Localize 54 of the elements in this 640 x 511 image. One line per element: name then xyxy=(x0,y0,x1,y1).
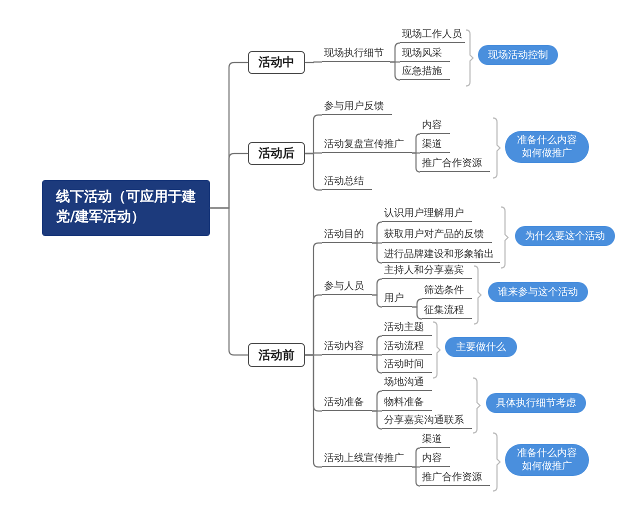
subtopic-label: 现场风采 xyxy=(400,46,450,62)
subtopic-label: 内容 xyxy=(420,118,450,134)
subtopic-label: 渠道 xyxy=(420,137,450,153)
subtopic-label: 活动主题 xyxy=(382,320,432,336)
subtopic-label: 活动内容 xyxy=(322,339,372,355)
subtopic-label: 推广合作资源 xyxy=(420,156,490,172)
subtopic-label: 参与用户反馈 xyxy=(322,99,392,115)
summary-callout: 具体执行细节考虑 xyxy=(486,393,586,413)
subtopic-label: 活动总结 xyxy=(322,174,372,190)
subtopic-label: 物料准备 xyxy=(382,395,432,411)
branch-topic-box: 活动中 xyxy=(248,51,305,74)
subtopic-label: 主持人和分享嘉宾 xyxy=(382,263,472,279)
subtopic-label: 活动流程 xyxy=(382,339,432,355)
summary-callout: 为什么要这个活动 xyxy=(515,226,615,246)
subtopic-label: 认识用户理解用户 xyxy=(382,206,472,222)
connector-line xyxy=(372,410,383,430)
subtopic-label: 征集流程 xyxy=(422,303,472,319)
connector-line xyxy=(412,152,421,173)
subtopic-label: 用户 xyxy=(382,291,412,307)
connector-line xyxy=(305,152,322,191)
connector-line xyxy=(412,306,423,320)
subtopic-label: 现场工作人员 xyxy=(400,27,465,43)
subtopic-label: 筛选条件 xyxy=(422,283,472,299)
subtopic-label: 渠道 xyxy=(420,432,450,448)
subtopic-label: 分享嘉宾沟通联系 xyxy=(382,413,472,429)
connector-line xyxy=(305,354,322,468)
summary-callout: 准备什么内容如何做推广 xyxy=(505,444,589,476)
subtopic-label: 现场执行细节 xyxy=(322,46,390,62)
summary-callout: 现场活动控制 xyxy=(478,45,558,65)
subtopic-label: 活动复盘宣传推广 xyxy=(322,137,412,153)
subtopic-label: 进行品牌建设和形象输出 xyxy=(382,247,500,263)
subtopic-label: 活动时间 xyxy=(382,357,432,373)
summary-callout: 准备什么内容如何做推广 xyxy=(505,131,589,163)
connector-line xyxy=(372,294,383,308)
subtopic-label: 活动目的 xyxy=(322,227,372,243)
summary-callout: 谁来参与这个活动 xyxy=(488,282,588,302)
summary-callout: 主要做什么 xyxy=(445,337,517,357)
branch-topic-box: 活动后 xyxy=(248,142,305,165)
subtopic-label: 活动上线宣传推广 xyxy=(322,451,412,467)
branch-topic-box: 活动前 xyxy=(248,343,305,367)
root-topic-box: 线下活动（可应用于建党/建军活动） xyxy=(42,180,210,236)
subtopic-label: 活动准备 xyxy=(322,395,372,411)
connector-line xyxy=(390,61,401,81)
subtopic-label: 推广合作资源 xyxy=(420,470,490,486)
subtopic-label: 参与人员 xyxy=(322,279,372,295)
subtopic-label: 获取用户对产品的反馈 xyxy=(382,227,492,243)
connector-line xyxy=(412,466,421,487)
connector-line xyxy=(305,61,322,64)
connector-line xyxy=(372,242,383,264)
subtopic-label: 应急措施 xyxy=(400,64,450,80)
connector-line xyxy=(372,354,383,374)
subtopic-label: 场地沟通 xyxy=(382,375,432,391)
subtopic-label: 内容 xyxy=(420,451,450,467)
connector-line xyxy=(210,207,248,356)
